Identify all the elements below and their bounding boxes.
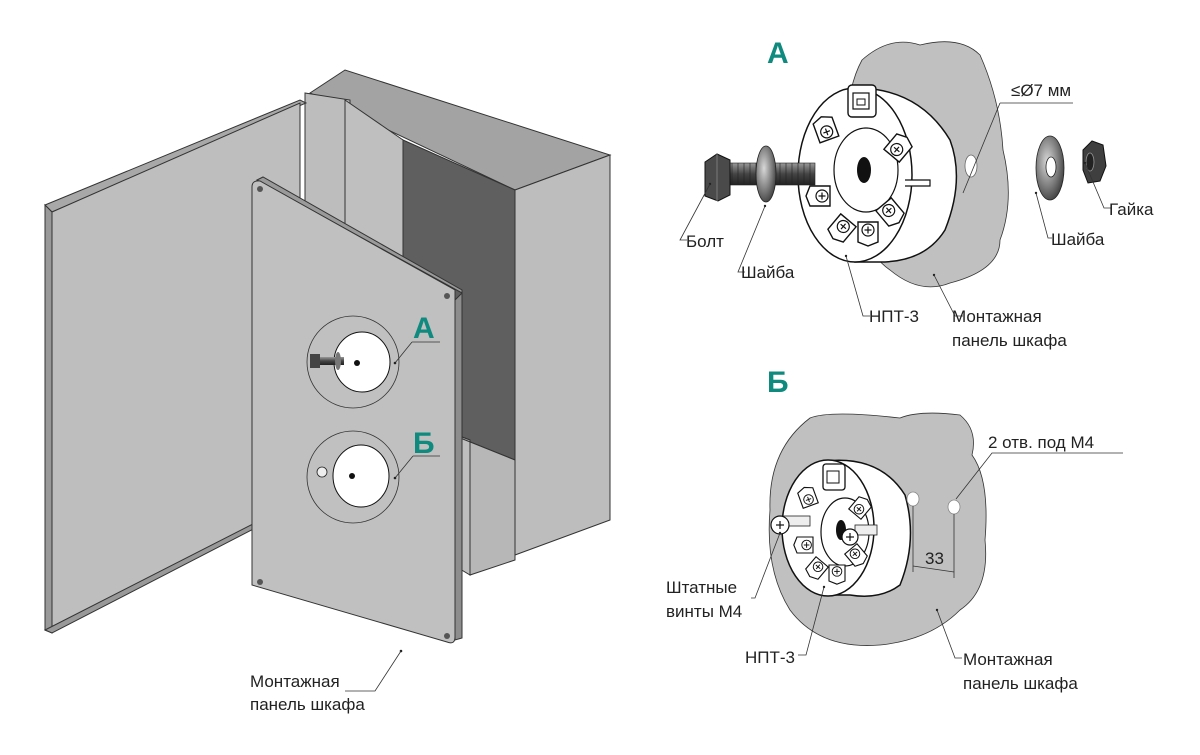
detail-a-panel-label-line1: Монтажная (952, 307, 1042, 326)
callout-a-mini (306, 315, 440, 409)
overview-callout-b-label: Б (413, 427, 435, 460)
detail-a-device (797, 84, 958, 263)
detail-b-screws-label-line2: винты М4 (666, 602, 742, 621)
detail-b-screws-label-line1: Штатные (666, 578, 737, 597)
detail-b-hole-1 (906, 491, 920, 507)
detail-b-panel-label-line2: панель шкафа (963, 674, 1078, 693)
panel-mount-hole (257, 579, 263, 585)
cabinet-side (514, 154, 611, 556)
center-hole (857, 157, 871, 183)
detail-b-device-label: НПТ-3 (745, 648, 795, 667)
overview-panel-label-line1: Монтажная (250, 672, 340, 691)
detail-b-device (770, 459, 912, 597)
detail-b-hole-2 (947, 499, 961, 515)
detail-a-washer-right (1035, 135, 1065, 201)
overview-callout-a-label: А (413, 312, 435, 345)
detail-a-washer-right-label: Шайба (1051, 230, 1105, 249)
panel-mount-hole (444, 293, 450, 299)
detail-a-bolt-label: Болт (686, 232, 724, 251)
detail-b-holes-label: 2 отв. под М4 (988, 433, 1094, 452)
detail-a-device-label: НПТ-3 (869, 307, 919, 326)
panel-mount-hole (444, 633, 450, 639)
mounting-panel (251, 176, 463, 644)
cabinet-door (43, 99, 308, 634)
detail-b-dimension: 33 (925, 549, 944, 568)
detail-b-title: Б (767, 366, 789, 399)
detail-a-hole-label: ≤Ø7 мм (1011, 81, 1071, 100)
detail-a-panel-hole (964, 154, 978, 178)
detail-b-panel-label-line1: Монтажная (963, 650, 1053, 669)
detail-a-panel-label-line2: панель шкафа (952, 331, 1067, 350)
detail-a-illustration (679, 41, 1111, 317)
detail-a-title: А (767, 37, 789, 70)
overview-panel-label-line2: панель шкафа (250, 695, 365, 714)
detail-a-nut-label: Гайка (1109, 200, 1154, 219)
detail-a-washer-left-label: Шайба (741, 263, 795, 282)
detail-b-illustration (751, 412, 1123, 659)
callout-b-mini (306, 430, 440, 524)
panel-mount-hole (257, 186, 263, 192)
cabinet-overview: А Б (43, 69, 612, 692)
detail-a-nut (1082, 140, 1107, 184)
detail-a-washer-left (755, 145, 777, 203)
